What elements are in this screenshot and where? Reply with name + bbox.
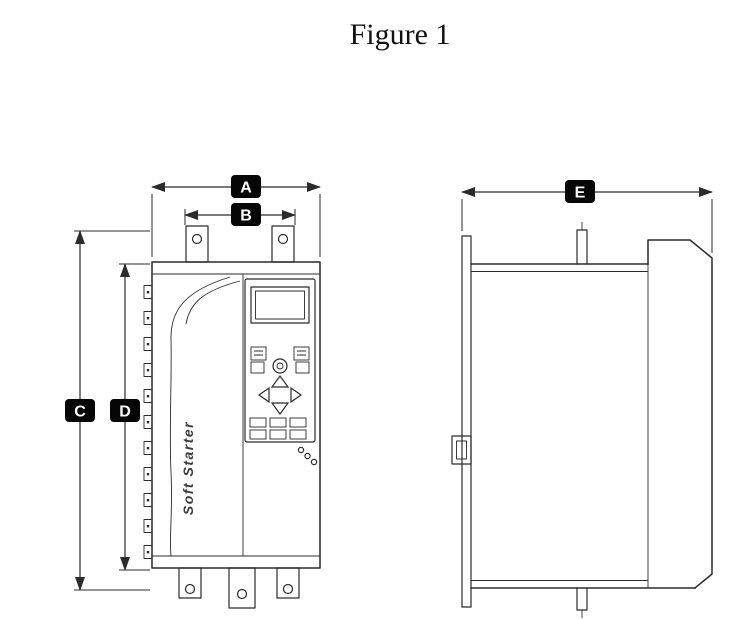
side-top-tab-outline [576,229,588,265]
side-view: E [451,180,713,618]
bottom-right-mounting-tab [276,567,300,599]
din-clip-outline [451,435,472,465]
heatsink-fins [143,285,153,559]
bottom-mounting-tabs [178,567,300,609]
top-left-mounting-hole [191,233,203,245]
arrow-up-icon [270,374,290,388]
din-clip-inner [456,440,467,460]
display-screen [255,290,305,320]
din-clip [451,435,472,465]
enclosure-outline [151,261,321,569]
function-key-left [250,361,265,374]
fin-screw-dots [146,291,150,554]
menu-key-1 [249,417,267,428]
arrow-down-icon [270,402,290,416]
top-mounting-tabs [185,225,295,263]
top-right-mounting-hole [277,233,289,245]
side-top-tab [576,222,588,265]
dim-b-label-box [231,203,261,226]
dimension-c: C [65,230,150,591]
dim-c-label: C [74,404,86,421]
bottom-left-mounting-tab [178,567,202,599]
soft-key-left-glyph [254,350,263,356]
menu-key-5 [269,429,287,440]
side-body [470,239,713,590]
dim-d-extension-lines [119,263,150,571]
dim-a-label: A [240,180,252,197]
dim-e-label: E [575,185,586,202]
side-bottom-tab-outline [576,587,588,611]
dim-e-label-box [565,180,595,203]
control-panel [244,278,318,466]
enter-button-dot [276,362,284,370]
front-view: A B C D [65,175,321,609]
status-leds [297,446,318,466]
dimension-e: E [461,180,713,253]
brand-text: Soft Starter [180,421,196,515]
front-bezel-outline [647,239,713,590]
bottom-center-mounting-tab [228,567,256,609]
function-key-right [295,361,310,374]
back-plate [461,235,472,608]
back-plate-outline [461,235,472,608]
status-led-3 [310,458,318,466]
control-panel-bezel [244,278,316,443]
menu-key-2 [269,417,287,428]
bottom-right-mounting-hole [282,583,294,595]
enter-button [272,358,288,374]
fin-blocks [143,285,153,559]
display-frame [250,286,310,324]
dim-d-label-box [110,399,140,422]
dim-c-label-box [65,399,95,422]
status-led-2 [304,452,311,460]
dim-a-label-box [231,175,261,198]
menu-key-4 [249,429,267,440]
dim-e-extension-lines [461,199,713,253]
housing-contour-echo [185,280,241,325]
dim-d-label: D [119,404,131,421]
dimension-b: B [184,203,296,226]
housing-contour-curve [169,276,231,557]
menu-key-6 [289,429,307,440]
dim-c-extension-lines [74,230,150,591]
dim-a-extension-lines [151,194,321,257]
soft-key-right [293,346,310,361]
status-led-1 [297,446,305,454]
soft-key-right-glyph [297,350,306,356]
dimension-d: D [110,263,150,571]
soft-key-left [250,346,267,361]
side-bottom-tab [576,587,588,618]
arrow-right-icon [290,386,303,404]
keypad [249,346,310,440]
bottom-center-mounting-hole [236,588,248,600]
bottom-left-mounting-hole [184,583,196,595]
dimension-a: A [151,175,321,257]
enclosure-body [151,261,321,569]
menu-key-3 [289,417,307,428]
dim-b-label: B [240,208,252,225]
figure-title: Figure 1 [350,18,451,51]
arrow-left-icon [257,386,270,404]
dim-b-extension-lines [184,209,296,225]
